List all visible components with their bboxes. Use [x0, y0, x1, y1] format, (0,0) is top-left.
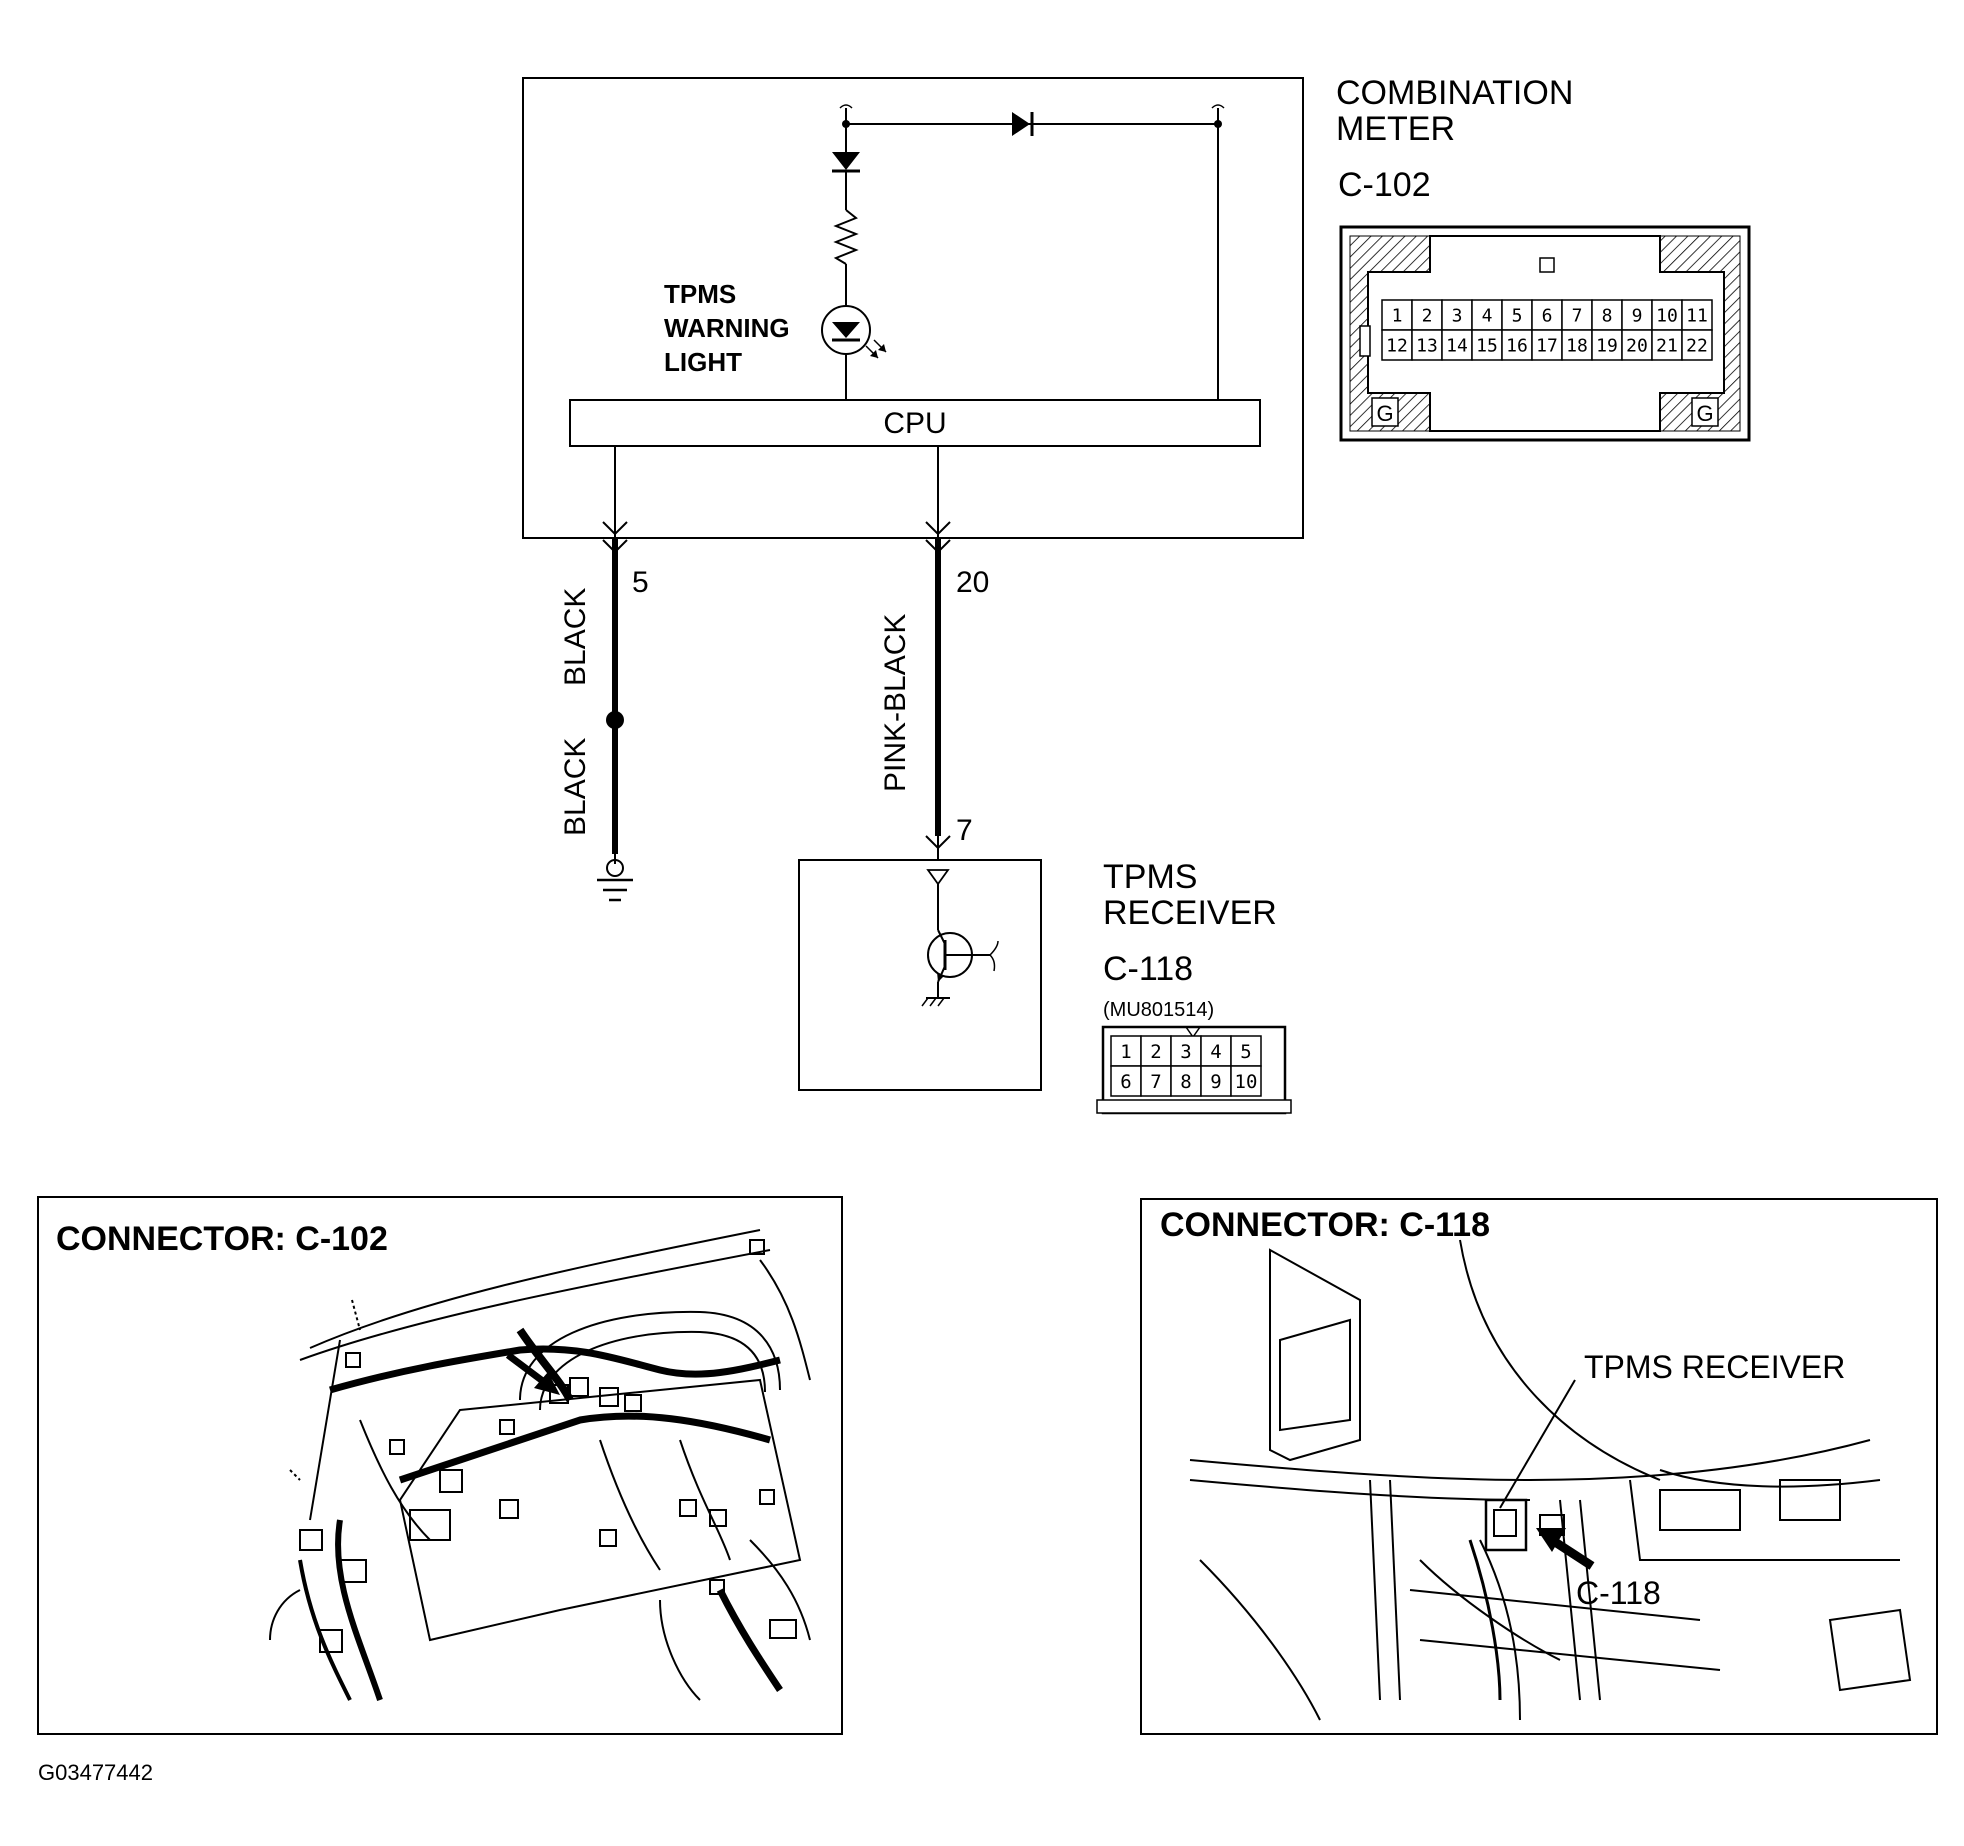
- pin-number: 6: [1120, 1071, 1131, 1093]
- panel-c118-callout: TPMS RECEIVER: [1584, 1349, 1845, 1385]
- warning-light-label-line3: LIGHT: [664, 347, 742, 377]
- wire-signal: [925, 538, 951, 860]
- pin-number: 13: [1416, 335, 1438, 356]
- warning-led-icon: [821, 305, 887, 359]
- pin-number: 1: [1392, 305, 1403, 326]
- pin-cell: [1501, 299, 1533, 331]
- receiver-title-line2: RECEIVER: [1103, 894, 1277, 932]
- pin-number: 5: [1512, 305, 1523, 326]
- pin-cell: [1621, 329, 1653, 361]
- wire-color-black-upper: BLACK: [559, 588, 592, 686]
- pin-number: 4: [1210, 1041, 1221, 1063]
- pin-number: 8: [1180, 1071, 1191, 1093]
- pin-number: 10: [1656, 305, 1678, 326]
- wire-ground: [597, 538, 633, 902]
- combination-meter-block: TPMS WARNING LIGHT CPU: [522, 77, 1304, 539]
- receiver-part-number: (MU801514): [1103, 999, 1214, 1021]
- pin-number: 20: [1626, 335, 1648, 356]
- pin-number: 14: [1446, 335, 1468, 356]
- ground-symbol-icon: [597, 859, 633, 902]
- pin-number: 3: [1180, 1041, 1191, 1063]
- pin-number: 7: [1572, 305, 1583, 326]
- ground-mark-right: G: [1696, 401, 1713, 426]
- pin-number: 2: [1422, 305, 1433, 326]
- panel-connector-c118: CONNECTOR: C-118: [1140, 1198, 1938, 1735]
- pin-number-20: 20: [956, 566, 989, 599]
- panel-connector-c102: CONNECTOR: C-102: [37, 1196, 843, 1735]
- panel-c102-title: CONNECTOR: C-102: [56, 1220, 388, 1258]
- wire-color-black-lower: BLACK: [559, 738, 592, 836]
- pin-number: 3: [1452, 305, 1463, 326]
- pin-cell: [1381, 329, 1413, 361]
- receiver-title-line1: TPMS: [1103, 858, 1197, 896]
- pin-number-7: 7: [956, 814, 973, 847]
- pin-number: 16: [1506, 335, 1528, 356]
- resistor-icon: [833, 209, 859, 265]
- pin-number: 1: [1120, 1041, 1131, 1063]
- pin-number: 10: [1235, 1071, 1258, 1093]
- transistor-icon: [927, 929, 999, 983]
- pin-number: 17: [1536, 335, 1558, 356]
- diode-icon: [832, 152, 860, 173]
- ground-mark-left: G: [1376, 401, 1393, 426]
- pin-number: 9: [1210, 1071, 1221, 1093]
- pin-number: 2: [1150, 1041, 1161, 1063]
- tpms-receiver-block: [798, 859, 1042, 1091]
- pin-number: 22: [1686, 335, 1708, 356]
- pin-number: 7: [1150, 1071, 1161, 1093]
- pin-cell: [1441, 329, 1473, 361]
- dashboard-harness-illustration: [269, 1229, 811, 1701]
- pin-cell: [1230, 1065, 1262, 1097]
- pin-number: 6: [1542, 305, 1553, 326]
- cpu-block: CPU: [569, 399, 1261, 447]
- pin-number: 19: [1596, 335, 1618, 356]
- meter-title-line1: COMBINATION: [1336, 74, 1573, 112]
- receiver-connector-id: C-118: [1103, 950, 1193, 988]
- pin-number: 21: [1656, 335, 1678, 356]
- pin-number: 4: [1482, 305, 1493, 326]
- warning-light-label-line2: WARNING: [664, 313, 790, 343]
- pin-cell: [1200, 1035, 1232, 1067]
- diode-icon: [1012, 112, 1034, 136]
- pin-cell: [1230, 1035, 1262, 1067]
- warning-light-label-line1: TPMS: [664, 279, 736, 309]
- figure-id: G03477442: [38, 1760, 153, 1785]
- pin-number: 18: [1566, 335, 1588, 356]
- pin-number-5: 5: [632, 566, 649, 599]
- pin-number: 11: [1686, 305, 1708, 326]
- panel-c118-title: CONNECTOR: C-118: [1160, 1206, 1490, 1244]
- pin-cell: [1501, 329, 1533, 361]
- pin-cell: [1681, 329, 1713, 361]
- chassis-ground-icon: [921, 997, 950, 1007]
- pin-number: 12: [1386, 335, 1408, 356]
- meter-connector-id: C-102: [1338, 166, 1431, 204]
- pin-cell: [1441, 299, 1473, 331]
- pin-number: 15: [1476, 335, 1498, 356]
- meter-title-line2: METER: [1336, 110, 1455, 148]
- pin-cell: [1411, 329, 1443, 361]
- center-console-illustration: [1189, 1239, 1912, 1721]
- panel-c118-connector-label: C-118: [1576, 1575, 1661, 1611]
- pin-number: 9: [1632, 305, 1643, 326]
- pin-number: 5: [1240, 1041, 1251, 1063]
- wire-color-pink-black: PINK-BLACK: [879, 614, 912, 792]
- cpu-label: CPU: [883, 407, 946, 440]
- pin-number: 8: [1602, 305, 1613, 326]
- pin-cell: [1531, 299, 1563, 331]
